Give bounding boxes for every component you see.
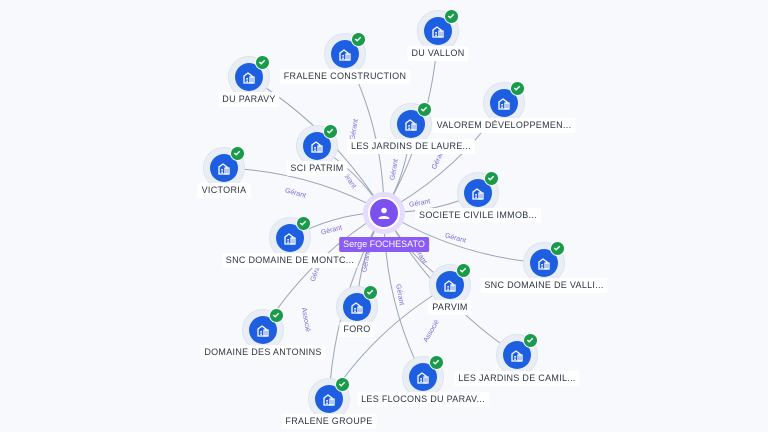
company-node-foro[interactable] [336,285,378,328]
company-label-flocons[interactable]: LES FLOCONS DU PARAV... [357,392,489,407]
company-node-jardins-laure[interactable] [390,102,432,145]
company-building-icon [351,302,363,314]
company-building-icon [511,350,523,362]
verified-check-icon [272,312,280,318]
edge-label: Gérant [389,159,400,181]
center-person-node[interactable] [368,197,400,229]
center-person-label[interactable]: Serge FOCHESATO [339,237,429,252]
edge-label: Gérant [361,251,372,273]
verified-badge [363,285,378,300]
verified-badge [230,146,245,161]
company-node-parvim[interactable] [429,263,471,306]
verified-badge [429,355,444,370]
company-building-icon [417,372,429,384]
company-node-snc-montc[interactable] [269,216,311,259]
verified-check-icon [258,59,266,65]
company-label-parvim[interactable]: PARVIM [428,300,472,315]
company-badge [397,110,425,138]
verified-check-icon [432,359,440,365]
verified-check-icon [553,245,561,251]
company-node-snc-valli[interactable] [523,241,565,284]
company-node-societe-civile[interactable] [457,171,499,214]
company-building-icon [311,141,323,153]
verified-check-icon [233,150,241,156]
company-node-valorem[interactable] [483,81,525,124]
verified-badge [484,171,499,186]
company-node-du-vallon[interactable] [417,9,459,52]
verified-badge [523,333,538,348]
verified-check-icon [326,128,334,134]
company-label-domaine-antonins[interactable]: DOMAINE DES ANTONINS [200,345,326,360]
company-node-fralene-groupe[interactable] [308,377,350,420]
verified-check-icon [513,85,521,91]
company-node-jardins-camil[interactable] [496,333,538,376]
company-building-icon [432,26,444,38]
company-label-foro[interactable]: FORO [339,322,375,337]
verified-badge [351,32,366,47]
company-label-fralene-construction[interactable]: FRALENE CONSTRUCTION [279,69,411,84]
company-label-jardins-camil[interactable]: LES JARDINS DE CAMIL... [454,371,580,386]
verified-check-icon [366,289,374,295]
edge-label: Gérant [394,284,405,306]
verified-check-icon [354,36,362,42]
company-badge [464,179,492,207]
company-label-fralene-groupe[interactable]: FRALENE GROUPE [281,414,377,429]
company-node-victoria[interactable] [203,146,245,189]
verified-check-icon [526,337,534,343]
verified-check-icon [459,267,467,273]
verified-badge [550,241,565,256]
company-label-victoria[interactable]: VICTORIA [197,183,251,198]
verified-check-icon [487,175,495,181]
company-label-du-paravy[interactable]: DU PARAVY [218,92,280,107]
verified-badge [417,102,432,117]
verified-check-icon [338,381,346,387]
verified-check-icon [299,220,307,226]
verified-check-icon [447,13,455,19]
company-label-jardins-laure[interactable]: LES JARDINS DE LAURE... [347,139,475,154]
verified-badge [269,308,284,323]
company-building-icon [339,49,351,61]
edge-label: Associé [423,319,441,344]
edge-label: Gérant [284,187,307,199]
verified-badge [510,81,525,96]
verified-badge [335,377,350,392]
edge-label: Gérant [320,224,343,236]
company-label-snc-valli[interactable]: SNC DOMAINE DE VALLI... [480,278,608,293]
company-label-sci-patrim[interactable]: SCI PATRIM [286,161,348,176]
company-label-du-vallon[interactable]: DU VALLON [407,46,469,61]
company-building-icon [472,188,484,200]
company-building-icon [323,394,335,406]
company-building-icon [538,258,550,270]
company-building-icon [444,280,456,292]
company-label-snc-montc[interactable]: SNC DOMAINE DE MONTC... [221,253,359,268]
company-node-flocons[interactable] [402,355,444,398]
verified-check-icon [420,106,428,112]
company-node-du-paravy[interactable] [228,55,270,98]
edge-label: Associé [300,307,311,332]
company-node-sci-patrim[interactable] [296,124,338,167]
verified-badge [323,124,338,139]
company-label-valorem[interactable]: VALOREM DÉVELOPPEMEN... [432,118,576,133]
company-node-domaine-antonins[interactable] [242,308,284,351]
company-building-icon [218,163,230,175]
company-building-icon [405,119,417,131]
company-building-icon [284,233,296,245]
edge-label: Gérant [409,198,431,209]
verified-badge [444,9,459,24]
person-icon [378,207,390,219]
verified-badge [255,55,270,70]
edge-label: Gérant [349,119,360,141]
company-building-icon [498,98,510,110]
company-building-icon [257,325,269,337]
company-badge [315,385,343,413]
company-label-societe-civile[interactable]: SOCIETE CIVILE IMMOB... [415,208,541,223]
company-building-icon [243,72,255,84]
company-node-fralene-construction[interactable] [324,32,366,75]
verified-badge [456,263,471,278]
verified-badge [296,216,311,231]
